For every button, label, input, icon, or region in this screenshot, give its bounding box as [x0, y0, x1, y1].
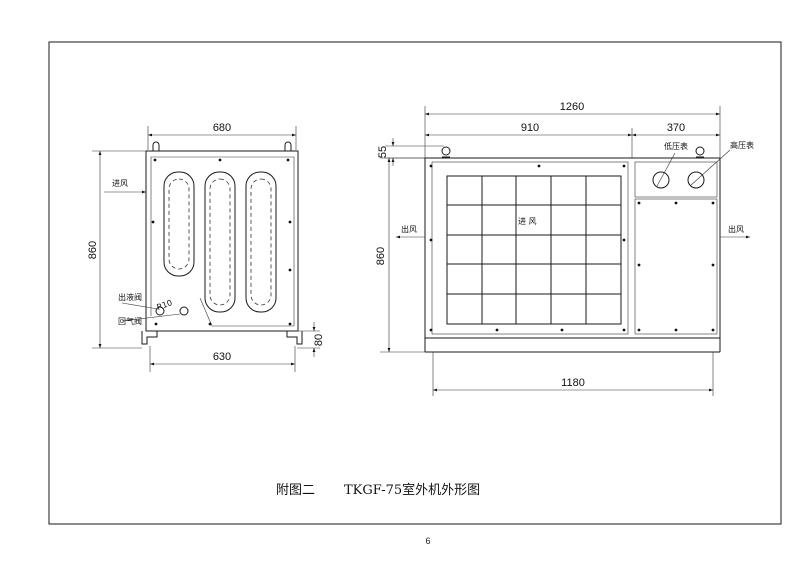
outlet-left-label: 出风	[401, 224, 417, 234]
front-left-panel	[431, 161, 629, 335]
inlet-grille	[446, 175, 622, 325]
lifting-lug	[695, 146, 705, 156]
lifting-lug	[284, 141, 292, 151]
foot-right	[286, 331, 303, 345]
front-right-panel	[634, 198, 718, 335]
lifting-lug	[441, 146, 451, 156]
dim-680: 680	[213, 122, 231, 134]
side-inlet-label: 进风	[112, 179, 128, 188]
liquid-valve-label: 出液阀	[118, 292, 142, 302]
foot-left	[141, 331, 158, 345]
dim-55: 55	[377, 146, 389, 158]
liquid-valve-port	[155, 306, 165, 316]
low-pressure-gauge	[652, 171, 670, 189]
dim-860-front: 860	[375, 247, 387, 265]
figure-label: 附图二	[276, 483, 315, 498]
coil-slot	[204, 171, 236, 313]
gauge-panel	[634, 161, 718, 198]
high-pressure-gauge	[687, 171, 705, 189]
page-number: 6	[425, 536, 430, 546]
gas-valve-label: 回气阀	[118, 316, 142, 326]
low-pressure-label: 低压表	[664, 141, 688, 151]
dim-1260: 1260	[560, 101, 584, 113]
dim-860-side: 860	[87, 241, 99, 259]
high-pressure-label: 高压表	[730, 140, 754, 150]
figure-title: TKGF-75室外机外形图	[344, 482, 480, 498]
front-view: 1260 910 370 55	[375, 101, 754, 396]
side-inner-outline	[150, 156, 295, 327]
gas-valve-port	[179, 306, 189, 316]
grille-inlet-label: 进 风	[518, 217, 537, 226]
dim-370: 370	[667, 122, 685, 134]
dim-910: 910	[521, 122, 539, 134]
dim-630: 630	[213, 351, 231, 363]
page-frame	[48, 41, 782, 525]
radius-label: R10	[156, 298, 174, 312]
outlet-right-label: 出风	[728, 224, 744, 234]
dim-1180: 1180	[561, 377, 585, 389]
coil-slot	[163, 171, 195, 277]
dim-80: 80	[313, 334, 325, 346]
side-body	[145, 150, 299, 332]
front-body	[424, 157, 721, 339]
coil-slot	[245, 171, 277, 313]
lifting-lug	[152, 141, 160, 151]
side-view: 680 出液阀 回气阀 R10	[87, 122, 325, 372]
